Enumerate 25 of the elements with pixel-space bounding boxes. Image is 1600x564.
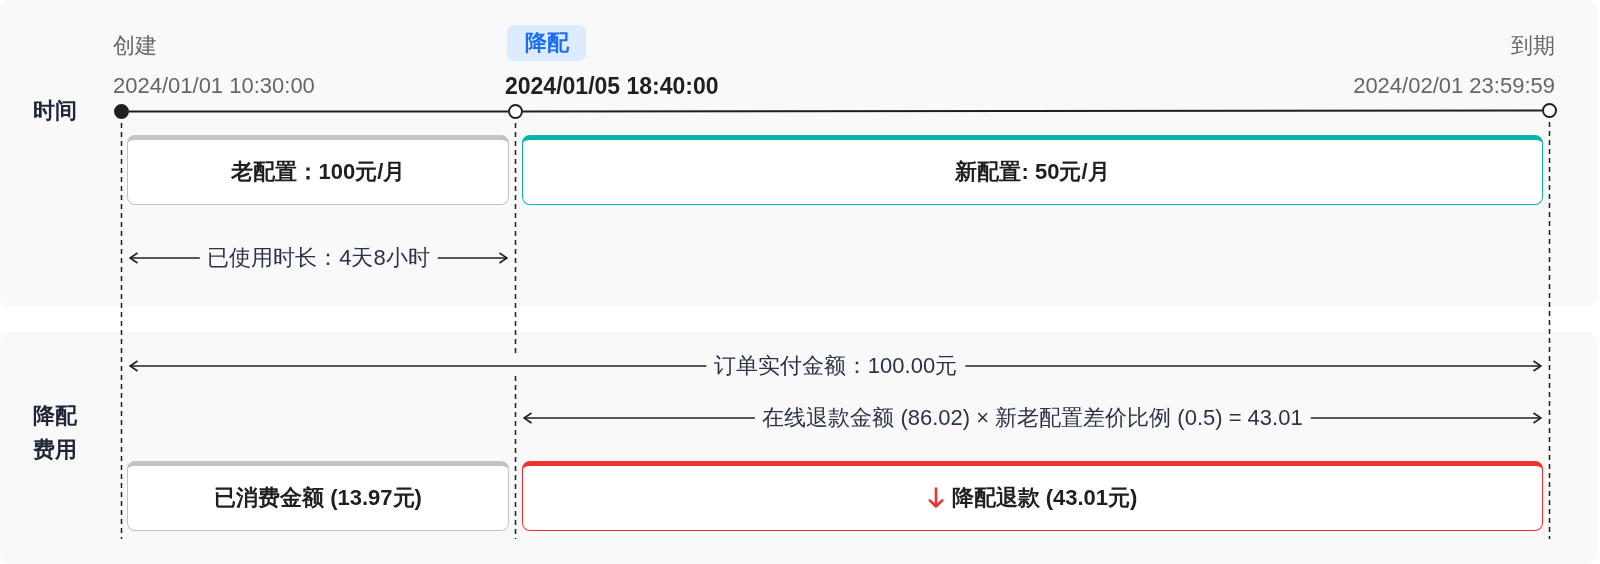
timeline-dot-icon: [508, 104, 523, 119]
event-tag: 降配: [507, 25, 586, 61]
timeline-dot-icon: [114, 104, 129, 119]
dimension-label: 在线退款金额 (86.02) × 新老配置差价比例 (0.5) = 43.01: [754, 404, 1311, 432]
event-label: 创建: [113, 32, 157, 60]
timestamp: 2024/02/01 23:59:59: [1353, 72, 1555, 100]
fee-label: 降配退款 (43.01元): [951, 484, 1138, 512]
event-label: 到期: [1511, 32, 1555, 60]
dimension-label: 已使用时长：4天8小时: [199, 244, 438, 272]
plan-label: 老配置：100元/月: [230, 158, 406, 186]
plan-card: [522, 135, 1543, 205]
timestamp: 2024/01/05 18:40:00: [505, 72, 719, 100]
timeline-line: [522, 109, 1543, 113]
timeline-line: [128, 110, 509, 113]
timeline-dot-icon: [1542, 103, 1557, 118]
fee-card: [522, 461, 1543, 531]
section-panel: [0, 0, 1597, 307]
section-panel: [0, 332, 1597, 564]
plan-card: [127, 135, 509, 205]
plan-label: 新配置: 50元/月: [955, 158, 1110, 186]
row-label: 降配费用: [33, 402, 78, 464]
fee-card: [127, 461, 509, 531]
timestamp: 2024/01/01 10:30:00: [113, 72, 315, 100]
row-label: 时间: [33, 97, 78, 125]
fee-label: 已消费金额 (13.97元): [214, 484, 422, 512]
